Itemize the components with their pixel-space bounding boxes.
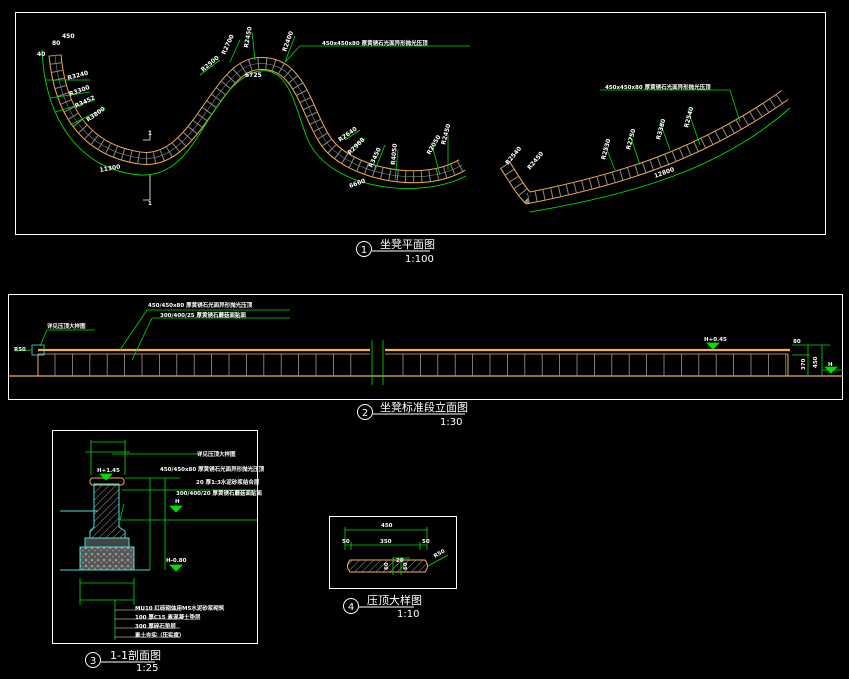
svg-text:R2450: R2450 [526,150,545,171]
coping-profile [347,559,428,573]
plan-note-left: 450x450x80 厚黄锈石光面异形抛光压顶 [322,39,428,47]
detail-title-block: 4 压顶大样图 1:10 [343,593,422,620]
svg-text:R2988: R2988 [346,136,366,156]
svg-text:R2450: R2450 [440,123,452,145]
leaders [45,31,741,201]
svg-text:6725: 6725 [245,72,262,79]
drawing-title: 坐凳平面图 [380,237,435,251]
svg-text:11300: 11300 [99,163,121,174]
svg-text:R2450: R2450 [243,26,254,48]
svg-text:MU10 红砖砌体用M5水泥砂浆砌筑: MU10 红砖砌体用M5水泥砂浆砌筑 [135,604,225,612]
drawing-scale: 1:10 [397,609,419,620]
svg-text:H+1.45: H+1.45 [97,468,120,474]
dimension-arc [41,49,467,189]
drawing-title: 1-1剖面图 [110,648,161,662]
bench-s-curve [48,54,466,184]
coping-detail-view: 450 50 350 50 20 60 60 R50 [329,516,457,589]
svg-text:450: 450 [813,356,819,368]
section-view: H+1.45 H H-0.80 详见压顶大样图 450/450x80 厚黄锈石光… [52,430,265,644]
brick-column [89,483,126,539]
svg-text:80: 80 [793,339,801,345]
svg-text:20 厚1:3水泥砂浆结合层: 20 厚1:3水泥砂浆结合层 [196,478,260,486]
elevation-note-2: 300/400/25 厚黄锈石蘑菇面贴面 [160,311,247,319]
svg-text:350: 350 [380,539,392,545]
svg-text:H-0.80: H-0.80 [166,558,187,564]
svg-text:80: 80 [52,40,60,47]
drawing-title: 压顶大样图 [367,593,422,607]
svg-text:60: 60 [403,562,409,570]
svg-text:6660: 6660 [348,178,366,190]
bench-straight-curve [500,90,789,205]
svg-text:4: 4 [348,602,354,613]
svg-text:20: 20 [396,558,404,564]
plan-frame [15,12,826,235]
svg-text:H: H [175,499,180,505]
elevation-view: 450/450x80 厚黄锈石光面异形抛光压顶 300/400/25 厚黄锈石蘑… [8,294,843,400]
section-title-block: 3 1-1剖面图 1:25 [85,648,161,674]
svg-text:450: 450 [62,33,75,40]
svg-text:R3452: R3452 [74,94,96,109]
svg-text:3: 3 [90,656,96,667]
svg-text:100 厚C15 素混凝土垫层: 100 厚C15 素混凝土垫层 [135,613,201,621]
svg-text:R50: R50 [433,549,446,560]
section-frame [52,430,258,644]
svg-text:370: 370 [801,358,807,370]
svg-text:1: 1 [361,245,367,256]
svg-text:R2500: R2500 [200,54,221,73]
elevation-note-1: 450/450x80 厚黄锈石光面异形抛光压顶 [148,301,253,309]
svg-text:60: 60 [384,562,390,570]
svg-text:R3450: R3450 [367,147,382,169]
svg-text:300 厚碎石垫层: 300 厚碎石垫层 [135,622,176,630]
elevation-title-block: 2 坐凳标准段立面图 1:30 [357,400,468,428]
elevation-frame [8,294,843,400]
plan-note-right: 450x450x80 厚黄锈石光面异形抛光压顶 [605,83,711,91]
gravel-footing [79,546,135,571]
svg-text:详见压顶大样图: 详见压顶大样图 [197,450,236,458]
detail-frame [329,516,457,589]
svg-text:R4050: R4050 [390,143,399,165]
drawing-title: 坐凳标准段立面图 [380,400,468,414]
svg-text:300/400/20 厚黄锈石蘑菇面贴面: 300/400/20 厚黄锈石蘑菇面贴面 [176,489,263,497]
svg-text:450/450x80 厚黄锈石光面异形抛光压顶: 450/450x80 厚黄锈石光面异形抛光压顶 [160,465,265,473]
drawing-scale: 1:100 [405,254,434,265]
svg-text:50: 50 [422,539,430,545]
svg-text:R3800: R3800 [85,106,106,124]
drawing-number-circle [356,241,372,257]
svg-text:50: 50 [342,539,350,545]
svg-text:R2750: R2750 [625,128,637,150]
drawing-scale: 1:25 [136,663,158,674]
svg-text:R2530: R2530 [600,138,612,160]
svg-text:2: 2 [362,408,368,419]
section-mark-bottom: 1 [148,201,152,207]
svg-text:R2700: R2700 [220,34,235,56]
detail-reference: 详见压顶大样图 [47,322,86,330]
drawing-scale: 1:30 [440,417,462,428]
svg-text:素土夯实（压实度）: 素土夯实（压实度） [135,631,185,639]
svg-text:R50: R50 [14,347,26,353]
dimension-arc [529,107,791,213]
svg-text:R2540: R2540 [504,145,523,166]
svg-text:H: H [828,362,833,368]
svg-text:450: 450 [381,523,393,529]
svg-text:R3300: R3300 [68,84,90,98]
svg-text:H+0.45: H+0.45 [704,337,727,343]
section-mark-top: 1 [148,131,152,137]
svg-text:R2640: R2640 [337,126,358,144]
plan-dimension-labels: R3240 R3300 R3452 R3800 R2500 R2700 R245… [37,26,695,190]
svg-text:40: 40 [37,51,45,58]
plan-title-block: 1 坐凳平面图 1:100 [356,237,435,265]
plan-view: 1 1 450x450x80 厚黄锈石光面异形抛光压顶 450x450x80 厚… [15,12,826,235]
